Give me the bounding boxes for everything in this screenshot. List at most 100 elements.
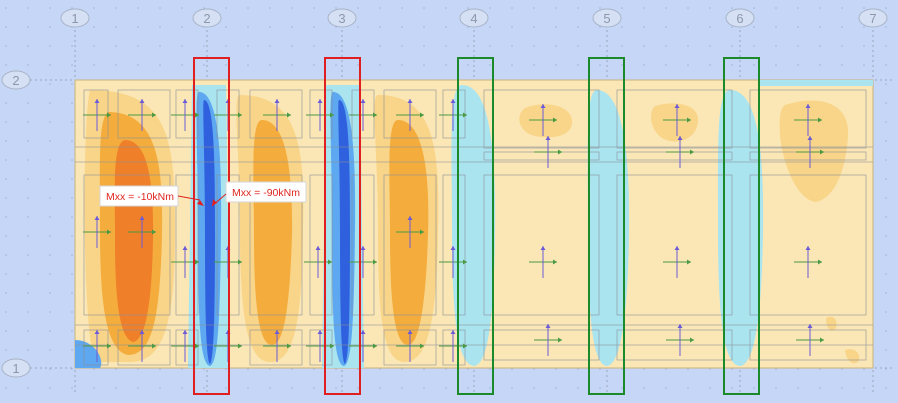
grid-dot bbox=[27, 235, 29, 237]
grid-dot bbox=[379, 368, 381, 370]
grid-dot bbox=[71, 368, 73, 370]
local-axis-symbol bbox=[663, 246, 691, 278]
grid-bubble-row-2[interactable]: 2 bbox=[1, 70, 31, 90]
grid-dot bbox=[93, 26, 95, 28]
contour-col5-negative bbox=[587, 90, 630, 366]
grid-dot bbox=[71, 311, 73, 313]
contour-col2-negative-high bbox=[203, 100, 215, 364]
grid-dot bbox=[709, 7, 711, 9]
grid-dot bbox=[247, 26, 249, 28]
local-axis-symbol bbox=[534, 136, 562, 168]
grid-label-col-7: 7 bbox=[869, 11, 876, 26]
grid-bubble-4[interactable]: 4 bbox=[459, 8, 489, 28]
local-axis-symbol bbox=[666, 136, 694, 168]
grid-dot bbox=[49, 121, 51, 123]
grid-dot bbox=[181, 387, 183, 389]
grid-dot bbox=[841, 368, 843, 370]
grid-bubble-2[interactable]: 2 bbox=[192, 8, 222, 28]
grid-dot bbox=[49, 235, 51, 237]
grid-dot bbox=[775, 64, 777, 66]
green-frame-col-6[interactable] bbox=[723, 57, 760, 395]
red-frame-col-3[interactable] bbox=[324, 57, 361, 395]
green-frame-col-5[interactable] bbox=[588, 57, 625, 395]
grid-dot bbox=[247, 45, 249, 47]
grid-dot bbox=[379, 64, 381, 66]
grid-dot bbox=[599, 7, 601, 9]
grid-dot bbox=[71, 330, 73, 332]
contour-bay6-top-blob bbox=[779, 100, 849, 202]
grid-dot bbox=[159, 368, 161, 370]
grid-dot bbox=[555, 368, 557, 370]
grid-dot bbox=[555, 64, 557, 66]
grid-dot bbox=[27, 102, 29, 104]
grid-dot bbox=[93, 368, 95, 370]
grid-dot bbox=[291, 368, 293, 370]
grid-dot bbox=[665, 45, 667, 47]
grid-dot bbox=[841, 64, 843, 66]
contour-edge-top-right bbox=[760, 80, 873, 86]
contour-bay2-mid bbox=[253, 120, 293, 345]
grid-dot bbox=[731, 45, 733, 47]
grid-dot bbox=[335, 64, 337, 66]
grid-label-col-5: 5 bbox=[603, 11, 610, 26]
red-frame-col-2[interactable] bbox=[193, 57, 230, 395]
grid-bubble-3[interactable]: 3 bbox=[327, 8, 357, 28]
grid-dot bbox=[115, 7, 117, 9]
grid-dot bbox=[885, 83, 887, 85]
grid-dot bbox=[841, 7, 843, 9]
grid-dot bbox=[401, 26, 403, 28]
moment-annotation-1[interactable]: Mxx = -10kNm bbox=[99, 185, 204, 207]
grid-dot bbox=[5, 216, 7, 218]
grid-dot bbox=[5, 330, 7, 332]
grid-dot bbox=[137, 7, 139, 9]
local-axis-symbol bbox=[83, 330, 111, 362]
grid-dot bbox=[269, 45, 271, 47]
grid-dot bbox=[27, 254, 29, 256]
green-frame-col-4[interactable] bbox=[457, 57, 494, 395]
grid-dot bbox=[93, 7, 95, 9]
grid-dot bbox=[863, 26, 865, 28]
grid-dot bbox=[885, 26, 887, 28]
grid-dot bbox=[885, 178, 887, 180]
grid-dot bbox=[49, 45, 51, 47]
grid-dot bbox=[71, 292, 73, 294]
grid-dot bbox=[27, 349, 29, 351]
grid-dot bbox=[489, 368, 491, 370]
local-axis-symbol bbox=[306, 330, 334, 362]
grid-dot bbox=[71, 102, 73, 104]
grid-dot bbox=[511, 26, 513, 28]
local-axis-symbols bbox=[83, 99, 824, 362]
grid-dot bbox=[313, 26, 315, 28]
grid-dot bbox=[5, 273, 7, 275]
grid-dot bbox=[797, 7, 799, 9]
moment-annotation-2[interactable]: Mxx = -90kNm bbox=[211, 181, 307, 207]
grid-dot bbox=[225, 7, 227, 9]
grid-label-row-2: 2 bbox=[12, 73, 19, 88]
grid-bubble-5[interactable]: 5 bbox=[592, 8, 622, 28]
grid-dot bbox=[665, 7, 667, 9]
grid-dot bbox=[511, 45, 513, 47]
grid-dot bbox=[137, 64, 139, 66]
grid-bubble-7[interactable]: 7 bbox=[858, 8, 888, 28]
grid-dot bbox=[885, 368, 887, 370]
grid-bubble-1[interactable]: 1 bbox=[60, 8, 90, 28]
grid-dot bbox=[225, 64, 227, 66]
grid-dot bbox=[731, 26, 733, 28]
grid-dot bbox=[687, 387, 689, 389]
grid-dot bbox=[225, 368, 227, 370]
grid-dot bbox=[467, 7, 469, 9]
grid-dot bbox=[181, 7, 183, 9]
grid-dot bbox=[753, 26, 755, 28]
grid-dot bbox=[49, 387, 51, 389]
grid-bubble-6[interactable]: 6 bbox=[725, 8, 755, 28]
contour-bay4-top-blob bbox=[519, 104, 573, 138]
grid-dot bbox=[269, 368, 271, 370]
grid-dot bbox=[555, 387, 557, 389]
grid-dot bbox=[313, 387, 315, 389]
grid-dot bbox=[335, 368, 337, 370]
grid-dot bbox=[71, 273, 73, 275]
selection-frames[interactable] bbox=[193, 57, 760, 395]
grid-bubble-row-1[interactable]: 1 bbox=[1, 358, 31, 378]
